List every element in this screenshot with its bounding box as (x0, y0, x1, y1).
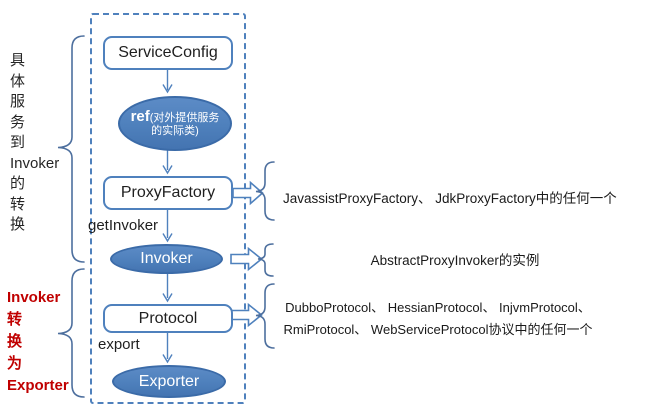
right-brace-proxyfactory-icon (255, 161, 275, 221)
group-label-invoker-to-exporter: Invoker 转 换 为 Exporter (7, 287, 69, 397)
group-label-line: Invoker (7, 289, 61, 306)
annotation-protocol: DubboProtocol、 HessianProtocol、 InjvmPro… (254, 297, 622, 340)
group-label-line: 具 (10, 52, 26, 69)
annotation-proxy-factory: JavassistProxyFactory、 JdkProxyFactory中的… (283, 191, 617, 206)
annotation-protocol-line2: RmiProtocol、 WebServiceProtocol协议中的任何一个 (283, 321, 593, 337)
group-label-line: 服 (10, 93, 26, 110)
node-proxy-factory-label: ProxyFactory (120, 184, 216, 201)
node-invoker-label: Invoker (140, 250, 193, 267)
node-ref: ref(对外提供服务的实际类) (118, 96, 232, 151)
node-ref-desc: (对外提供服务的实际类) (149, 111, 220, 137)
node-exporter: Exporter (112, 365, 226, 398)
group-label-line: 换 (10, 216, 26, 233)
node-protocol: Protocol (103, 304, 233, 333)
node-protocol-label: Protocol (138, 309, 198, 327)
annotation-invoker: AbstractProxyInvoker的实例 (370, 253, 540, 268)
node-service-config-label: ServiceConfig (118, 44, 218, 61)
annotation-protocol-line1: DubboProtocol、 HessianProtocol、 InjvmPro… (285, 300, 591, 315)
node-service-config: ServiceConfig (103, 36, 233, 70)
group-label-line: 转 (7, 311, 23, 328)
group-label-line: Invoker (10, 154, 60, 172)
edge-label-getinvoker: getInvoker (88, 217, 159, 234)
group-label-line: Exporter (7, 377, 69, 394)
group-label-line: 换 (7, 333, 23, 350)
group-label-service-to-invoker: 具 体 服 务 到 Invoker 的 转 换 (10, 51, 59, 236)
group-label-line: 务 (10, 113, 26, 131)
left-brace-top-icon (57, 35, 85, 263)
edge-label-export: export (98, 336, 140, 353)
group-label-line: 为 (7, 355, 23, 372)
node-exporter-label: Exporter (138, 372, 200, 390)
node-invoker: Invoker (110, 244, 223, 274)
node-ref-label: ref(对外提供服务的实际类) (128, 107, 222, 138)
node-proxy-factory: ProxyFactory (103, 176, 233, 210)
node-ref-title: ref (130, 107, 150, 125)
right-brace-invoker-icon (257, 243, 274, 277)
group-label-line: 体 (10, 72, 26, 90)
group-label-line: 的 (10, 175, 26, 192)
group-label-line: 到 (10, 134, 26, 151)
dashed-boundary-box (90, 13, 246, 404)
group-label-line: 转 (10, 195, 26, 213)
